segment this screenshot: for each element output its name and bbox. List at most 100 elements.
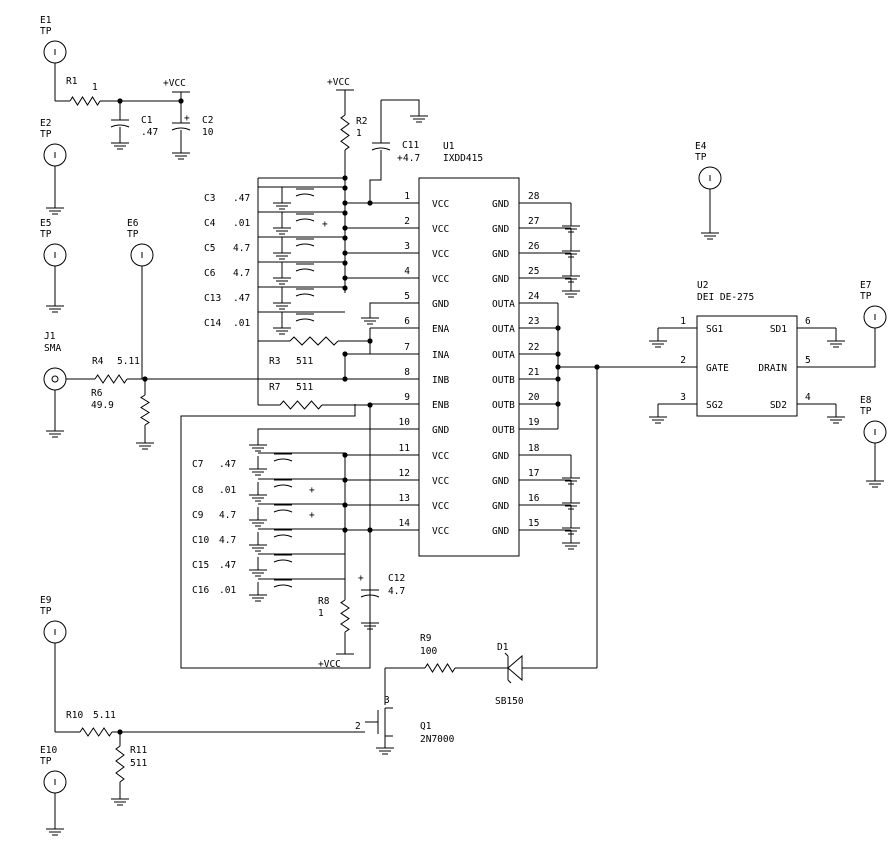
cap-plate — [371, 147, 391, 151]
u1-pin-number: 13 — [399, 493, 410, 504]
ground-icon — [361, 315, 379, 325]
capacitor-c6 — [295, 263, 315, 272]
junction-dot — [178, 98, 184, 104]
u2-pin-name: GATE — [706, 363, 729, 374]
c8-ref: C8 — [192, 485, 204, 496]
u2-ref: U2 — [697, 280, 708, 291]
ground-icon — [111, 796, 129, 806]
capacitor-c10 — [273, 529, 293, 538]
test-point-ref: E6 — [127, 218, 139, 229]
test-point-ref: E8 — [860, 395, 872, 406]
u1-ref: U1 — [443, 141, 455, 152]
test-point-ref: E4 — [695, 141, 707, 152]
u1-pin-name: OUTA — [492, 299, 515, 310]
u1-pin-number: 12 — [399, 468, 410, 479]
u1-pin-name: GND — [492, 501, 509, 512]
c2-ref: C2 — [202, 115, 213, 126]
u1-pin-number: 2 — [404, 216, 410, 227]
resistor-r10 — [79, 727, 113, 737]
c14-value: .01 — [233, 318, 250, 329]
u1-pin-name: GND — [492, 249, 509, 260]
u1-pin-name: INB — [432, 375, 449, 386]
test-point-ring — [698, 166, 722, 190]
u2-body — [696, 315, 798, 417]
cap-plate — [273, 484, 293, 488]
r8-value: 1 — [318, 608, 324, 619]
j1-ref: J1 — [44, 331, 56, 342]
cap-plate — [295, 243, 315, 247]
c1-ref: C1 — [141, 115, 153, 126]
c4-value: .01 — [233, 218, 250, 229]
u2-pin-number: 4 — [805, 392, 811, 403]
u1-pin-number: 16 — [528, 493, 540, 504]
r9-value: 100 — [420, 646, 437, 657]
sma-connector-icon — [43, 367, 67, 391]
resistor-r7 — [279, 400, 323, 410]
resistor-r3 — [289, 336, 339, 346]
junction-dot — [342, 275, 348, 281]
ground-icon — [46, 428, 64, 438]
ground-icon — [249, 517, 267, 527]
u2-pin-number: 3 — [680, 392, 686, 403]
test-point-type: TP — [40, 129, 52, 140]
c14-ref: C14 — [204, 318, 221, 329]
q1-ref: Q1 — [420, 721, 432, 732]
plus-sign: + — [184, 113, 190, 124]
capacitor-c16 — [273, 579, 293, 588]
u1-pin-number: 6 — [404, 316, 410, 327]
cap-plate — [171, 127, 191, 131]
test-point-e10 — [43, 770, 67, 794]
r1-ref: R1 — [66, 76, 78, 87]
c16-ref: C16 — [192, 585, 209, 596]
q1-part: 2N7000 — [420, 734, 455, 745]
r11-ref: R11 — [130, 745, 147, 756]
ground-icon — [172, 150, 190, 160]
ground-icon — [649, 414, 667, 424]
c9-value: 4.7 — [219, 510, 236, 521]
junction-dot — [342, 260, 348, 266]
c13-value: .47 — [233, 293, 250, 304]
u1-pin-name: GND — [432, 299, 449, 310]
u1-pin-number: 23 — [528, 316, 539, 327]
u1-pin-name: OUTB — [492, 425, 515, 436]
test-point-e8 — [863, 420, 887, 444]
vcc-label: +VCC — [318, 659, 341, 670]
u1-pin-number: 28 — [528, 191, 540, 202]
test-point-e7 — [863, 305, 887, 329]
u1-pin-name: VCC — [432, 451, 449, 462]
test-point-type: TP — [695, 152, 707, 163]
ground-icon — [273, 325, 291, 335]
ground-icon — [46, 826, 64, 836]
u1-pin-name: INA — [432, 350, 449, 361]
u2-pin-number: 5 — [805, 355, 811, 366]
ground-icon — [273, 300, 291, 310]
u1-pin-number: 19 — [528, 417, 540, 428]
u1-pin-name: GND — [432, 425, 449, 436]
u1-pin-number: 7 — [404, 342, 410, 353]
ground-icon — [249, 542, 267, 552]
ground-icon — [562, 288, 580, 298]
ground-icon — [249, 466, 267, 476]
j1-type: SMA — [44, 343, 61, 354]
junction-dot — [342, 250, 348, 256]
c6-ref: C6 — [204, 268, 216, 279]
capacitor-c14 — [295, 313, 315, 322]
test-point-type: TP — [40, 606, 52, 617]
cap-plate — [295, 293, 315, 297]
u1-pin-number: 27 — [528, 216, 539, 227]
plus-sign: + — [309, 485, 315, 496]
u2-pin-name: SD1 — [770, 324, 787, 335]
junction-dot — [367, 338, 373, 344]
test-point-type: TP — [127, 229, 139, 240]
q1-gate-pin: 2 — [355, 721, 361, 732]
junction-dot — [342, 502, 348, 508]
plus-sign: + — [358, 573, 364, 584]
ground-icon — [562, 248, 580, 258]
u2-pin-number: 6 — [805, 316, 811, 327]
u1-pin-name: OUTB — [492, 400, 515, 411]
junction-dot — [342, 351, 348, 357]
ground-icon — [562, 273, 580, 283]
ground-icon — [649, 338, 667, 348]
c2-value: 10 — [202, 127, 214, 138]
u1-pin-name: GND — [492, 526, 509, 537]
